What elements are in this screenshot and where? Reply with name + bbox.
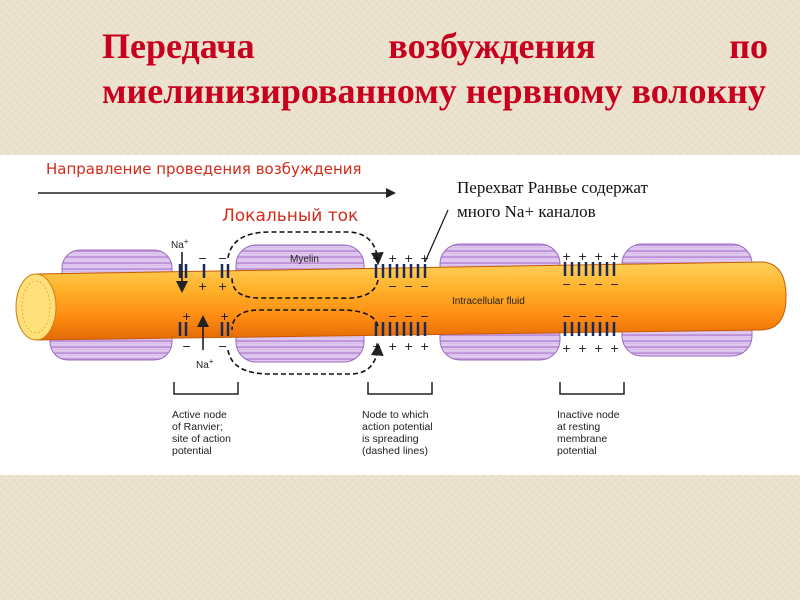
svg-text:−: −	[562, 278, 571, 291]
ranvier-pointer-line	[424, 209, 449, 263]
svg-text:−: −	[404, 310, 413, 323]
svg-text:−: −	[182, 340, 191, 353]
intracellular-fluid-label: Intracellular fluid	[452, 296, 525, 307]
svg-text:+: +	[372, 252, 381, 265]
svg-text:−: −	[388, 280, 397, 293]
sodium-flow-arrows	[176, 252, 209, 350]
svg-text:+: +	[220, 310, 229, 323]
svg-text:−: −	[562, 310, 571, 323]
svg-text:−: −	[578, 278, 587, 291]
myelin-label: Myelin	[290, 254, 319, 265]
local-current-label: Локальный ток	[222, 206, 359, 226]
active-node-charges: −− ++ ++ −−	[182, 252, 229, 353]
sodium-label-top: Na+	[171, 237, 189, 251]
svg-text:+: +	[420, 340, 429, 353]
svg-text:−: −	[388, 310, 397, 323]
svg-text:+: +	[578, 342, 587, 355]
caption-line: (dashed lines)	[362, 445, 428, 457]
svg-text:+: +	[578, 250, 587, 263]
svg-text:−: −	[218, 340, 227, 353]
caption-active-node: Active node of Ranvier; site of action p…	[172, 409, 282, 457]
node-brackets	[173, 382, 625, 395]
svg-text:−: −	[218, 252, 227, 265]
inactive-node-channels	[563, 262, 616, 336]
svg-text:+: +	[610, 250, 619, 263]
svg-text:−: −	[610, 310, 619, 323]
spreading-node-charges: ++++ −−− −−− ++++	[372, 252, 429, 353]
caption-line: potential	[172, 445, 212, 457]
caption-line: of Ranvier;	[172, 421, 223, 433]
svg-text:+: +	[182, 310, 191, 323]
svg-text:+: +	[404, 340, 413, 353]
slide-title: Передача возбуждения по миелинизированно…	[102, 26, 768, 111]
direction-arrow	[38, 188, 396, 198]
caption-line: site of action	[172, 433, 231, 445]
sodium-label-bottom: Na+	[196, 357, 214, 371]
active-node-channels	[178, 264, 230, 336]
caption-inactive-node: Inactive node at resting membrane potent…	[557, 409, 667, 457]
caption-line: potential	[557, 445, 597, 457]
spreading-node-channels	[374, 264, 427, 336]
svg-text:−: −	[610, 278, 619, 291]
ranvier-note-line-2: много Na+ каналов	[457, 202, 596, 221]
caption-line: at resting	[557, 421, 601, 433]
direction-label: Направление проведения возбуждения	[46, 160, 362, 178]
svg-text:−: −	[420, 280, 429, 293]
svg-text:−: −	[594, 310, 603, 323]
ranvier-note: Перехват Ранвье содержат много Na+ канал…	[457, 176, 757, 224]
caption-line: is spreading	[362, 433, 419, 445]
caption-line: Inactive node	[557, 409, 620, 421]
caption-line: Active node	[172, 409, 227, 421]
svg-text:+: +	[388, 340, 397, 353]
svg-text:−: −	[404, 280, 413, 293]
caption-line: membrane	[557, 433, 608, 445]
svg-text:+: +	[372, 340, 381, 353]
svg-text:+: +	[404, 252, 413, 265]
caption-spreading-node: Node to which action potential is spread…	[362, 409, 472, 457]
svg-text:+: +	[562, 342, 571, 355]
svg-text:+: +	[562, 250, 571, 263]
caption-line: Node to which	[362, 409, 429, 421]
svg-text:+: +	[594, 342, 603, 355]
svg-text:−: −	[420, 310, 429, 323]
svg-text:−: −	[198, 252, 207, 265]
caption-line: action potential	[362, 421, 433, 433]
svg-text:+: +	[198, 280, 207, 293]
local-current-loops	[227, 231, 384, 375]
axon-cross-section	[15, 273, 57, 341]
inactive-node-charges: ++++ −−−− −−−− ++++	[562, 250, 619, 355]
svg-text:+: +	[594, 250, 603, 263]
ranvier-note-line-1: Перехват Ранвье содержат	[457, 178, 648, 197]
svg-text:+: +	[218, 280, 227, 293]
svg-text:+: +	[420, 252, 429, 265]
svg-text:+: +	[388, 252, 397, 265]
svg-text:−: −	[578, 310, 587, 323]
axon-cylinder	[35, 261, 787, 341]
svg-text:+: +	[610, 342, 619, 355]
svg-text:−: −	[594, 278, 603, 291]
